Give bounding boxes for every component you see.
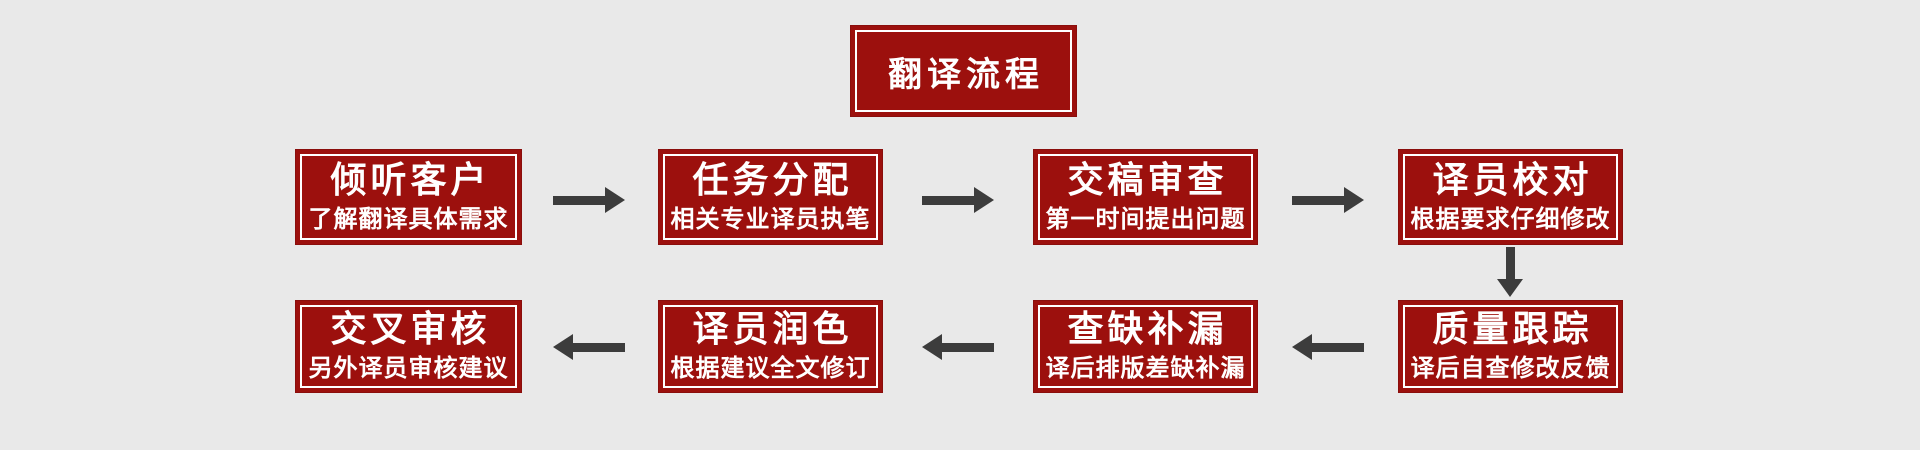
step-label: 译员润色	[692, 309, 853, 351]
arrow-right-icon	[553, 187, 625, 213]
step-label: 任务分配	[692, 159, 853, 201]
step-label: 交稿审查	[1067, 159, 1228, 201]
step-box-draft-review: 交稿审查 第一时间提出问题	[1033, 149, 1258, 245]
step-box-gap-filling: 查缺补漏 译后排版差缺补漏	[1033, 300, 1258, 393]
step-description: 译后排版差缺补漏	[1045, 354, 1246, 382]
flow-title: 翻译流程	[888, 54, 1044, 95]
arrow-right-icon	[1292, 187, 1364, 213]
arrow-right-icon	[922, 187, 994, 213]
step-description: 相关专业译员执笔	[670, 204, 871, 233]
step-box-task-assignment: 任务分配 相关专业译员执笔	[658, 149, 883, 245]
arrow-down-icon	[1497, 247, 1523, 297]
step-box-cross-review: 交叉审核 另外译员审核建议	[295, 300, 522, 393]
arrow-left-icon	[922, 334, 994, 360]
flow-title-box: 翻译流程	[850, 25, 1077, 117]
step-box-quality-tracking: 质量跟踪 译后自查修改反馈	[1398, 300, 1623, 393]
step-label: 质量跟踪	[1432, 309, 1593, 351]
step-box-listen-to-client: 倾听客户 了解翻译具体需求	[295, 149, 522, 245]
step-label: 查缺补漏	[1067, 309, 1228, 351]
step-description: 第一时间提出问题	[1045, 204, 1246, 233]
step-description: 根据建议全文修订	[670, 354, 871, 382]
step-description: 了解翻译具体需求	[308, 204, 509, 233]
step-box-translator-proofreading: 译员校对 根据要求仔细修改	[1398, 149, 1623, 245]
step-label: 交叉审核	[330, 309, 491, 351]
arrow-left-icon	[1292, 334, 1364, 360]
step-label: 倾听客户	[330, 159, 491, 201]
step-description: 根据要求仔细修改	[1410, 204, 1611, 233]
step-label: 译员校对	[1432, 159, 1593, 201]
arrow-left-icon	[553, 334, 625, 360]
step-description: 译后自查修改反馈	[1410, 354, 1611, 382]
step-description: 另外译员审核建议	[308, 354, 509, 382]
step-box-translator-polishing: 译员润色 根据建议全文修订	[658, 300, 883, 393]
